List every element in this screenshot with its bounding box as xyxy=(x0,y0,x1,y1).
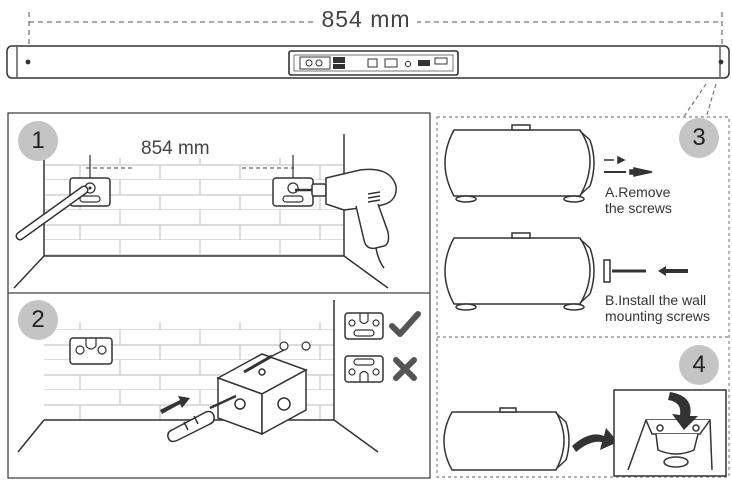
instruction-remove-screws: A.Remove the screws xyxy=(605,184,672,216)
instruction-a-line1: A.Remove xyxy=(605,184,671,200)
soundbar-width-label: 854 mm xyxy=(0,6,732,33)
screws-removed xyxy=(604,155,653,177)
step-2-badge: 2 xyxy=(18,300,58,340)
right-wall-bracket xyxy=(272,177,314,207)
bracket-on-wall xyxy=(69,337,113,365)
panel2-wall-scene xyxy=(17,300,421,453)
soundbar-rear-view xyxy=(6,45,730,79)
step-4-badge: 4 xyxy=(679,345,719,385)
hang-direction-arrow xyxy=(572,428,618,452)
push-direction-arrow xyxy=(160,396,190,414)
wall-screw xyxy=(243,349,285,374)
bracket-spacing-label: 854 mm xyxy=(141,138,210,159)
leader-to-step3 xyxy=(682,83,717,119)
left-panel-frame xyxy=(7,112,431,479)
bracket-closeup xyxy=(627,419,713,471)
instruction-b-line1: B.Install the wall xyxy=(605,292,707,308)
wall-mounting-box xyxy=(216,353,308,436)
insert-arrow xyxy=(658,266,688,276)
power-drill xyxy=(295,168,397,269)
panel3-speakers xyxy=(444,124,688,311)
instruction-a-line2: the screws xyxy=(605,200,672,216)
instruction-b-line2: mounting screws xyxy=(605,308,711,324)
step-1-badge: 1 xyxy=(18,121,58,161)
panel1-wall-scene xyxy=(13,134,397,289)
speaker-end-c xyxy=(443,407,570,471)
speaker-end-a xyxy=(444,124,595,203)
panel4-hang xyxy=(443,389,727,477)
wrong-orientation-example xyxy=(344,355,384,383)
left-wall-bracket xyxy=(69,177,111,207)
cross-icon xyxy=(393,357,417,381)
right-panel-frame xyxy=(436,116,730,478)
step-3-badge: 3 xyxy=(679,118,719,158)
correct-orientation-example xyxy=(344,312,384,340)
mounting-screw xyxy=(603,259,646,283)
screwdriver xyxy=(167,394,237,443)
instruction-install-screws: B.Install the wall mounting screws xyxy=(605,292,710,324)
connector-panel xyxy=(288,50,459,76)
down-arrow-icon xyxy=(668,392,698,430)
pencil xyxy=(15,185,89,241)
speaker-end-b xyxy=(444,232,595,311)
checkmark-icon xyxy=(389,311,421,337)
